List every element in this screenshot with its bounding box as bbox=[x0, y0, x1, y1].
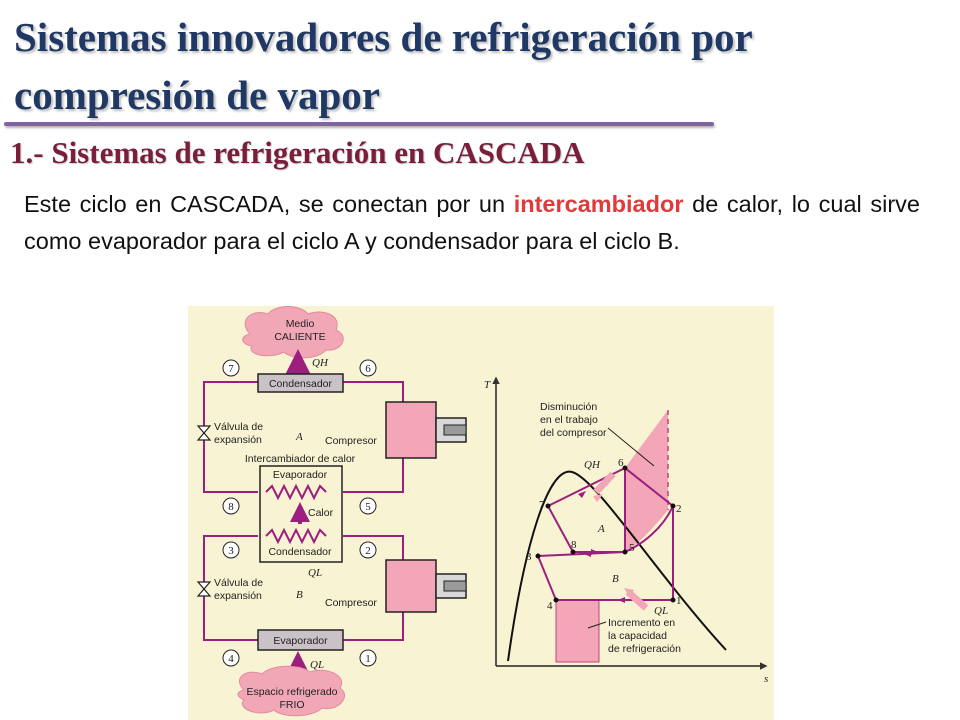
condenser-top-label: Condensador bbox=[269, 378, 333, 390]
cold-space-cloud: Espacio refrigerado FRIO bbox=[237, 665, 345, 717]
hot-medium-line1: Medio bbox=[286, 318, 315, 330]
paragraph-text-start: Este ciclo en CASCADA, se conectan por u… bbox=[24, 191, 514, 217]
work-note-line2: en el trabajo bbox=[540, 414, 598, 426]
description-paragraph: Este ciclo en CASCADA, se conectan por u… bbox=[24, 186, 920, 260]
capacity-increase-region bbox=[555, 599, 600, 663]
cold-space-line1: Espacio refrigerado bbox=[246, 686, 337, 698]
evaporator-bottom-label: Evaporador bbox=[273, 635, 328, 647]
state-marker-1: 1 bbox=[359, 649, 377, 667]
ts-point-1: 1 bbox=[676, 595, 682, 607]
heat-label: Calor bbox=[308, 507, 334, 519]
ts-ql-arrowhead bbox=[624, 588, 634, 598]
compressor-b bbox=[385, 559, 467, 613]
evaporator-mid-label: Evaporador bbox=[273, 469, 328, 481]
ts-point-8: 8 bbox=[571, 539, 577, 551]
state-marker-2: 2 bbox=[359, 541, 377, 559]
section-heading: 1.- Sistemas de refrigeración en CASCADA bbox=[10, 135, 585, 170]
state-marker-6: 6 bbox=[359, 359, 377, 377]
state-marker-3: 3 bbox=[222, 541, 240, 559]
ts-x-label: s bbox=[764, 673, 768, 685]
state-marker-8: 8 bbox=[222, 497, 240, 515]
svg-text:7: 7 bbox=[228, 363, 234, 375]
work-note-line3: del compresor bbox=[540, 427, 607, 439]
condenser-top bbox=[257, 373, 344, 393]
ts-cycle-b-label: B bbox=[612, 573, 619, 585]
ts-point-3: 3 bbox=[526, 551, 532, 563]
capacity-note-line3: de refrigeración bbox=[608, 643, 681, 655]
condenser-mid-label: Condensador bbox=[268, 546, 332, 558]
heat-exchanger-label: Intercambiador de calor bbox=[245, 453, 356, 465]
ts-cycle-a-label: A bbox=[597, 523, 605, 535]
slide-title: Sistemas innovadores de refrigeración po… bbox=[14, 14, 752, 118]
cycle-b-label: B bbox=[296, 589, 303, 601]
svg-text:4: 4 bbox=[228, 653, 234, 665]
valve-b-line1: Válvula de bbox=[214, 577, 263, 589]
valve-a-line1: Válvula de bbox=[214, 421, 263, 433]
ql-label-bottom: QL bbox=[310, 659, 324, 671]
ts-state-points bbox=[535, 465, 676, 603]
work-reduction-region bbox=[625, 410, 668, 552]
svg-text:2: 2 bbox=[365, 545, 371, 557]
state-marker-4: 4 bbox=[222, 649, 240, 667]
cascade-figure-svg: Medio CALIENTE QH Condensador Intercambi… bbox=[188, 306, 774, 720]
capacity-note-line2: la capacidad bbox=[608, 630, 667, 642]
work-note-line1: Disminución bbox=[540, 401, 597, 413]
ts-point-2: 2 bbox=[676, 503, 682, 515]
cold-space-line2: FRIO bbox=[279, 699, 304, 711]
ts-y-label: T bbox=[484, 379, 491, 391]
compressor-a bbox=[385, 401, 467, 459]
highlighted-term: intercambiador bbox=[513, 191, 684, 217]
expansion-valve-b bbox=[196, 581, 212, 597]
expansion-valve-a bbox=[196, 425, 212, 441]
ts-qh-label: QH bbox=[584, 459, 601, 471]
paragraph-text-end: de calor, lo cual sirve como evaporador … bbox=[24, 191, 920, 254]
valve-b-line2: expansión bbox=[214, 590, 262, 602]
ts-point-7: 7 bbox=[539, 499, 545, 511]
cycle-a-label: A bbox=[295, 431, 303, 443]
ql-label-mid: QL bbox=[308, 567, 322, 579]
qh-label-schematic: QH bbox=[312, 357, 329, 369]
capacity-note-leader bbox=[587, 621, 607, 629]
saturation-dome bbox=[507, 470, 727, 662]
capacity-note-line1: Incremento en bbox=[608, 617, 675, 629]
hot-medium-cloud: Medio CALIENTE bbox=[242, 306, 344, 359]
svg-text:3: 3 bbox=[228, 545, 234, 557]
state-marker-5: 5 bbox=[359, 497, 377, 515]
evaporator-coil bbox=[265, 483, 327, 501]
ts-point-5: 5 bbox=[629, 542, 635, 554]
valve-a-line2: expansión bbox=[214, 434, 262, 446]
svg-text:6: 6 bbox=[365, 363, 371, 375]
state-marker-7: 7 bbox=[222, 359, 240, 377]
hot-medium-line2: CALIENTE bbox=[274, 331, 325, 343]
cascade-figure: Medio CALIENTE QH Condensador Intercambi… bbox=[188, 306, 774, 720]
ts-qh-arrow bbox=[593, 471, 616, 495]
compressor-a-label: Compresor bbox=[325, 435, 377, 447]
evaporator-bottom bbox=[257, 629, 344, 651]
condenser-coil bbox=[265, 527, 327, 545]
cycle-b-path bbox=[537, 506, 674, 601]
svg-text:8: 8 bbox=[228, 501, 234, 513]
title-divider bbox=[4, 122, 714, 126]
ts-qh-arrowhead bbox=[593, 494, 603, 502]
compressor-b-label: Compresor bbox=[325, 597, 377, 609]
work-note-leader bbox=[607, 427, 655, 467]
svg-text:5: 5 bbox=[365, 501, 371, 513]
ts-point-6: 6 bbox=[618, 457, 624, 469]
cycle-arrows bbox=[578, 491, 625, 603]
svg-text:1: 1 bbox=[365, 653, 371, 665]
ts-point-4: 4 bbox=[547, 600, 553, 612]
ts-ql-label: QL bbox=[654, 605, 668, 617]
